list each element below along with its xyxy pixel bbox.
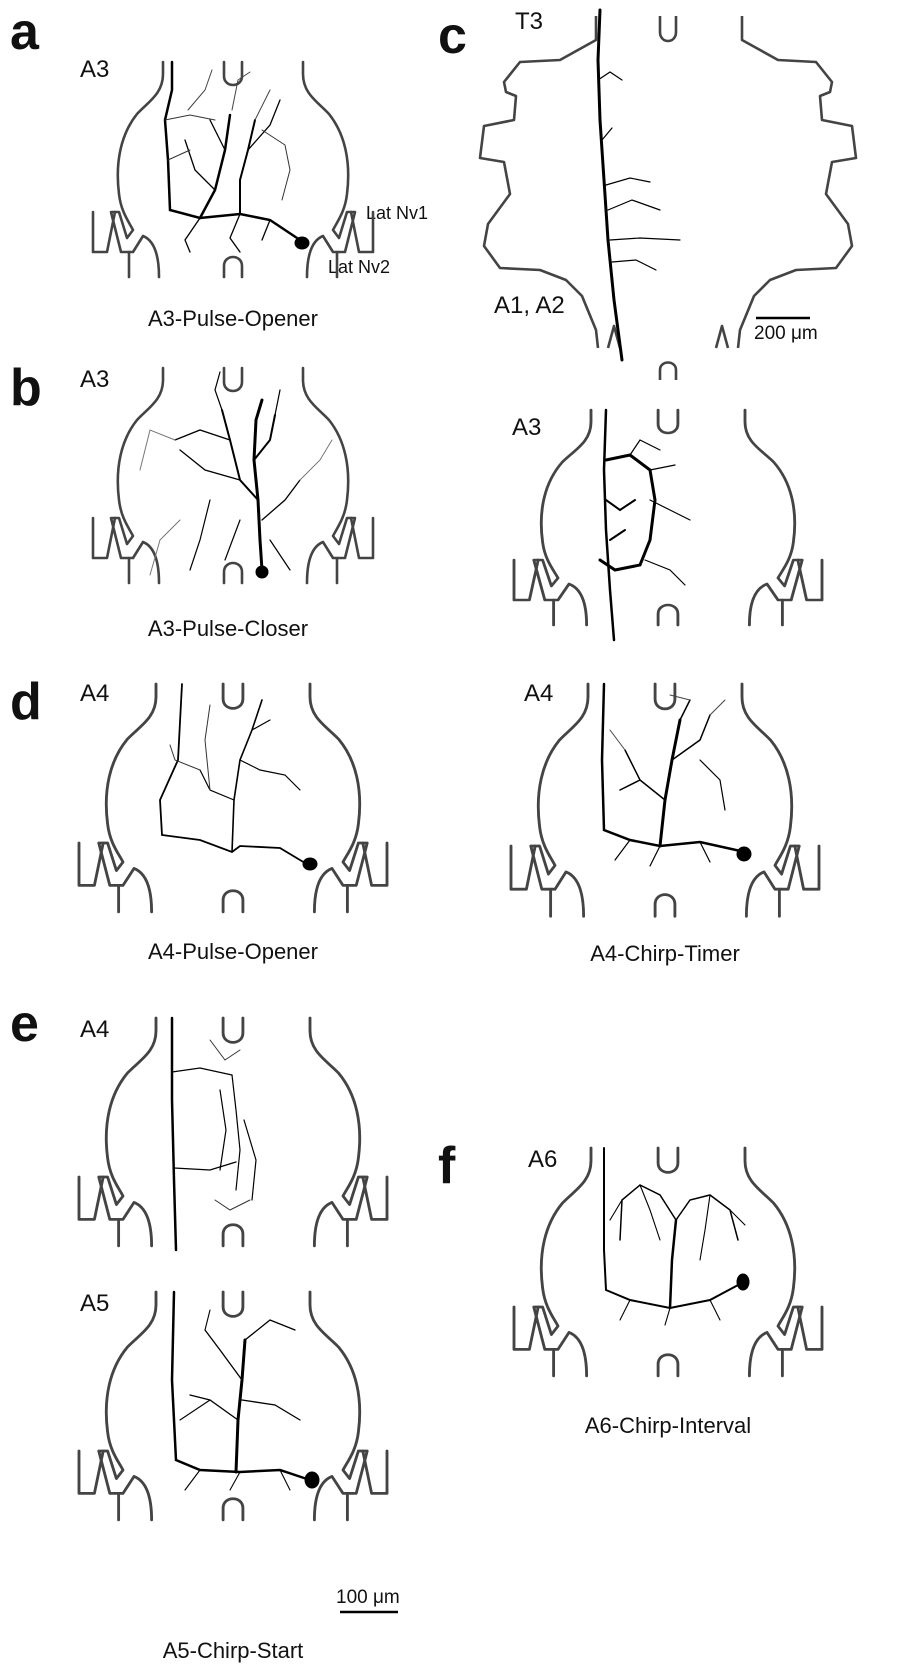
neuron-c-a3	[600, 410, 690, 640]
neuron-e-a4	[172, 1018, 256, 1250]
neuron-c-thoracic-axon	[598, 10, 680, 360]
ganglion-outline-c-a3	[514, 410, 822, 625]
ganglion-outline-e-a4	[79, 1018, 387, 1246]
neuron-a3-pulse-closer	[140, 372, 332, 578]
ganglion-outline-c-thoracic	[480, 16, 856, 380]
ganglion-outline-a	[93, 62, 373, 277]
neuron-a4-pulse-opener	[160, 684, 317, 870]
ganglion-outline-f	[514, 1148, 822, 1376]
neuron-a3-pulse-opener	[165, 62, 309, 252]
ganglion-outline-d	[79, 684, 387, 912]
ganglion-outline-b	[93, 368, 373, 583]
neuron-a6-chirp-interval	[604, 1148, 749, 1325]
neuron-a4-chirp-timer	[602, 684, 751, 866]
neuron-a5-chirp-start	[172, 1292, 319, 1490]
